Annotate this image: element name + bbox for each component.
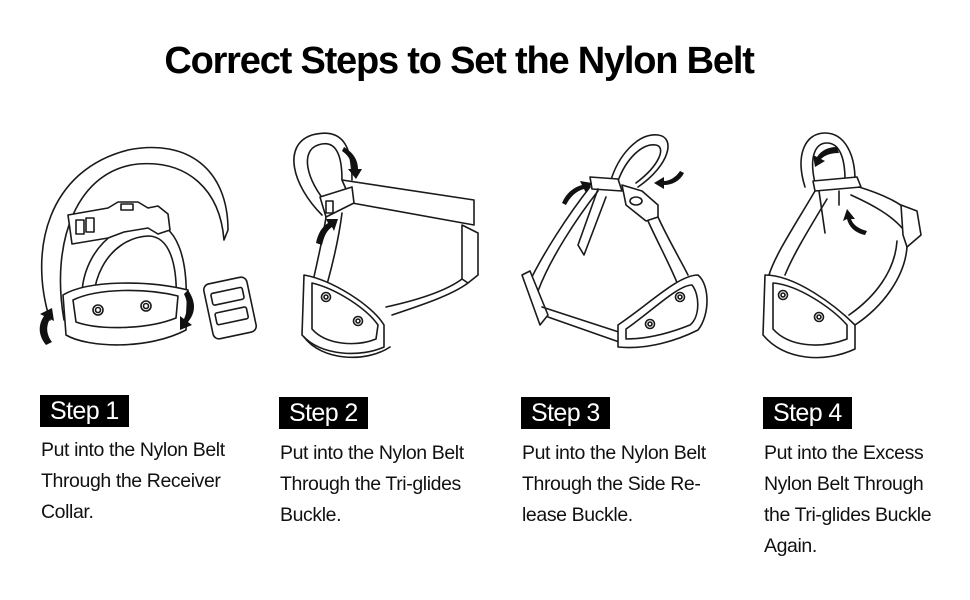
step-1-illustration [28,130,268,360]
step-2-line-2: Through the Tri-glides [280,473,461,495]
step-3-line-1: Put into the Nylon Belt [522,442,706,464]
step-3-illustration [518,125,728,370]
strap-through-tri-glide-icon [293,132,479,359]
step-2-illustration [282,125,492,370]
step-3-description: Put into the Nylon Belt Through the Side… [522,438,737,531]
step-1-description: Put into the Nylon Belt Through the Rece… [41,435,256,528]
excess-strap-through-tri-glide-icon [762,132,922,359]
step-2-description: Put into the Nylon Belt Through the Tri-… [280,438,495,531]
step-4-description: Put into the Excess Nylon Belt Through t… [764,438,970,562]
step-2-line-3: Buckle. [280,504,342,526]
step-1-line-3: Collar. [41,501,94,523]
step-4-line-3: the Tri-glides Buckle [764,504,932,526]
step-1-line-1: Put into the Nylon Belt [41,439,225,461]
step-3-line-3: lease Buckle. [522,504,633,526]
step-1-line-2: Through the Receiver [41,470,221,492]
step-2-line-1: Put into the Nylon Belt [280,442,464,464]
page-title: Correct Steps to Set the Nylon Belt [164,40,755,82]
step-4-line-4: Again. [764,535,817,557]
step-4-badge: Step 4 [763,397,852,429]
step-2-badge: Step 2 [279,397,368,429]
step-3-line-2: Through the Side Re- [522,473,701,495]
step-4-line-2: Nylon Belt Through [764,473,924,495]
strap-through-side-release-buckle-icon [521,134,708,349]
step-3-badge: Step 3 [521,397,610,429]
step-1-badge: Step 1 [40,395,129,427]
step-4-line-1: Put into the Excess [764,442,924,464]
collar-with-loose-strap-and-tri-glide-icon [39,146,258,346]
step-4-illustration [755,125,955,370]
